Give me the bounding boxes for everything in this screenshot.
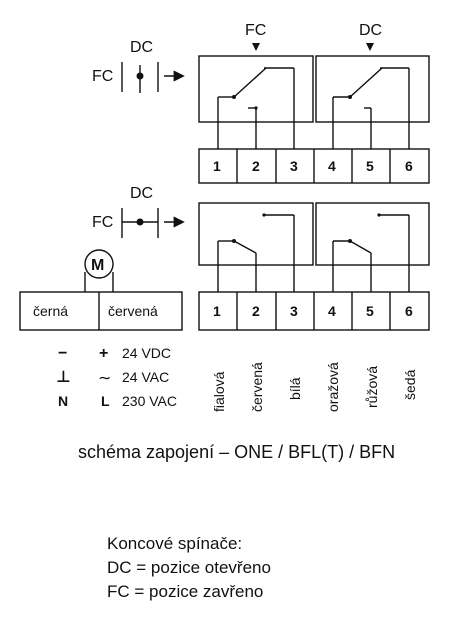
bottom-terminal-strip: 1 2 3 4 5 6	[198, 291, 430, 331]
legend-line-dc: DC = pozice otevřeno	[107, 558, 271, 577]
wire-color-6: šedá	[402, 369, 418, 400]
bottom-terminal-3: 3	[290, 303, 298, 319]
top-terminal-1: 1	[213, 158, 221, 174]
supply-value-dc: 24 VDC	[122, 345, 171, 361]
wire-color-5: růžová	[364, 366, 380, 408]
top-terminal-4: 4	[328, 158, 336, 174]
fc-down-triangle-icon	[252, 43, 260, 51]
top-switch-fc-label: FC	[92, 68, 113, 85]
top-terminal-5: 5	[366, 158, 374, 174]
top-terminal-2: 2	[252, 158, 260, 174]
supply-value-ac: 24 VAC	[122, 369, 169, 385]
top-terminal-strip: 1 2 3 4 5 6	[198, 148, 430, 184]
wire-color-3: bílá	[287, 377, 303, 400]
top-relay-dc-label: DC	[359, 22, 382, 39]
bottom-terminal-4: 4	[328, 303, 336, 319]
bottom-terminal-6: 6	[405, 303, 413, 319]
top-relay-fc-label: FC	[245, 22, 266, 39]
legend-line-fc: FC = pozice zavřeno	[107, 582, 263, 601]
top-limit-switch-symbol: DC FC	[92, 39, 185, 93]
bottom-limit-switch-symbol: DC FC	[92, 185, 185, 238]
top-relay-box-right	[315, 55, 430, 149]
dc-down-triangle-icon	[366, 43, 374, 51]
top-terminal-6: 6	[405, 158, 413, 174]
supply-value-mains: 230 VAC	[122, 393, 177, 409]
bottom-switch-fc-label: FC	[92, 214, 113, 231]
diagram-caption: schéma zapojení – ONE / BFL(T) / BFN	[78, 442, 395, 462]
motor: M	[84, 249, 114, 292]
bottom-relay-box-right	[315, 202, 430, 292]
limit-switch-legend: Koncové spínače: DC = pozice otevřeno FC…	[107, 534, 271, 601]
supply-pos-mains: L	[101, 393, 110, 409]
motor-wire-black: černá	[33, 303, 68, 319]
bottom-relay-box-left	[198, 202, 314, 292]
supply-neg-ac: ⊥	[56, 369, 71, 386]
motor-icon	[84, 249, 114, 279]
top-terminal-3: 3	[290, 158, 298, 174]
top-relay-markers: FC DC	[245, 22, 382, 51]
top-switch-dc-label: DC	[130, 39, 153, 56]
wire-color-labels: fialová červená bílá oražová růžová šedá	[211, 362, 418, 412]
wire-color-1: fialová	[211, 371, 227, 412]
supply-pos-dc: +	[99, 345, 108, 362]
wire-color-4: oražová	[325, 362, 341, 412]
wire-color-2: červená	[249, 362, 265, 412]
bottom-terminal-5: 5	[366, 303, 374, 319]
motor-wire-box: černá červená	[19, 291, 183, 331]
motor-wire-red: červená	[108, 303, 158, 319]
bottom-terminal-2: 2	[252, 303, 260, 319]
bottom-switch-dc-label: DC	[130, 185, 153, 202]
motor-label: M	[91, 257, 104, 274]
supply-table: − + 24 VDC ⊥ ∼ 24 VAC N L 230 VAC	[56, 345, 177, 409]
supply-neg-dc: −	[58, 345, 67, 362]
bottom-terminal-1: 1	[213, 303, 221, 319]
supply-neg-mains: N	[58, 393, 68, 409]
supply-pos-ac: ∼	[98, 370, 111, 387]
legend-title: Koncové spínače:	[107, 534, 242, 553]
top-relay-box-left	[198, 55, 314, 149]
